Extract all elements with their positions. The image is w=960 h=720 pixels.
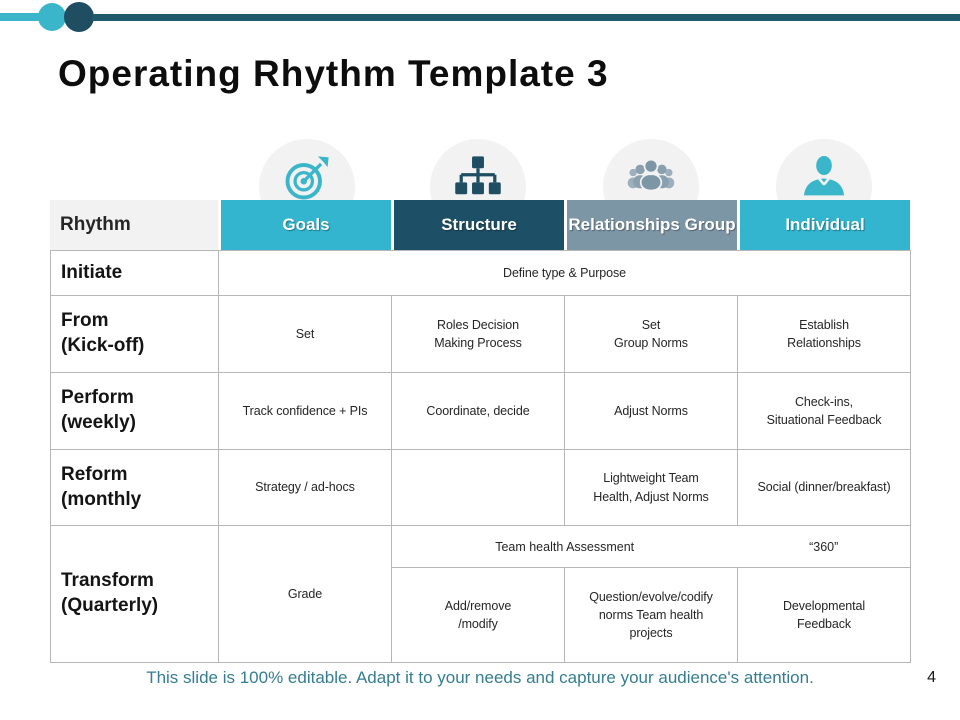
cell-goals-set: Set xyxy=(218,295,392,373)
accent-line-left xyxy=(0,13,54,21)
cell-grade: Grade xyxy=(218,525,392,663)
target-icon xyxy=(285,156,329,200)
header-relationships-group: Relationships Group xyxy=(564,200,737,250)
row-label-from-kickoff: From (Kick-off) xyxy=(50,295,219,373)
table-row: Initiate Define type & Purpose xyxy=(50,250,912,296)
table-row: Reform (monthly Strategy / ad-hocs Light… xyxy=(50,449,912,526)
table-row: Transform (Quarterly) Grade Team health … xyxy=(50,525,912,663)
header-rhythm: Rhythm xyxy=(50,200,218,250)
org-structure-icon xyxy=(455,156,501,195)
table-row: Perform (weekly) Track confidence + PIs … xyxy=(50,372,912,450)
footer-note: This slide is 100% editable. Adapt it to… xyxy=(146,668,814,687)
table-header-row: Rhythm Goals Structure Relationships Gro… xyxy=(50,200,910,250)
operating-rhythm-table: Initiate Define type & Purpose From (Kic… xyxy=(50,250,912,663)
row-label-perform-weekly: Perform (weekly) xyxy=(50,372,219,450)
cell-team-health-assessment-row: Team health Assessment “360” xyxy=(390,525,912,568)
row-label-transform-quarterly: Transform (Quarterly) xyxy=(50,525,219,663)
cell-question-evolve-codify: Question/evolve/codify norms Team health… xyxy=(564,567,738,663)
cell-social-dinner: Social (dinner/breakfast) xyxy=(736,449,912,526)
cell-coordinate-decide: Coordinate, decide xyxy=(391,372,565,450)
cell-roles-decision: Roles Decision Making Process xyxy=(391,295,565,373)
cell-check-ins: Check-ins, Situational Feedback xyxy=(736,372,912,450)
page-number: 4 xyxy=(927,669,936,686)
accent-line-right xyxy=(92,14,960,21)
header-individual: Individual xyxy=(737,200,910,250)
cell-empty xyxy=(391,449,565,526)
cell-strategy-adhocs: Strategy / ad-hocs xyxy=(218,449,392,526)
accent-circle-light xyxy=(38,3,66,31)
cell-team-health-assessment: Team health Assessment xyxy=(495,539,635,554)
table-row: From (Kick-off) Set Roles Decision Makin… xyxy=(50,295,912,373)
row-label-reform-monthly: Reform (monthly xyxy=(50,449,219,526)
row-label-initiate: Initiate xyxy=(50,250,219,296)
cell-establish-relationships: Establish Relationships xyxy=(736,295,912,373)
person-icon xyxy=(803,156,845,196)
cell-define-type-purpose: Define type & Purpose xyxy=(217,250,912,296)
accent-circle-dark xyxy=(64,2,94,32)
cell-track-confidence: Track confidence + PIs xyxy=(218,372,392,450)
cell-developmental-feedback: Developmental Feedback xyxy=(736,567,912,663)
cell-set-group-norms: Set Group Norms xyxy=(564,295,738,373)
header-goals: Goals xyxy=(218,200,391,250)
page-title: Operating Rhythm Template 3 xyxy=(58,52,609,94)
cell-add-remove-modify: Add/remove /modify xyxy=(391,567,565,663)
cell-adjust-norms: Adjust Norms xyxy=(564,372,738,450)
header-structure: Structure xyxy=(391,200,564,250)
cell-lightweight-team-health: Lightweight Team Health, Adjust Norms xyxy=(564,449,738,526)
table-row: Add/remove /modify Question/evolve/codif… xyxy=(51,567,912,663)
people-group-icon xyxy=(627,158,675,192)
cell-360-quote: “360” xyxy=(809,539,839,554)
